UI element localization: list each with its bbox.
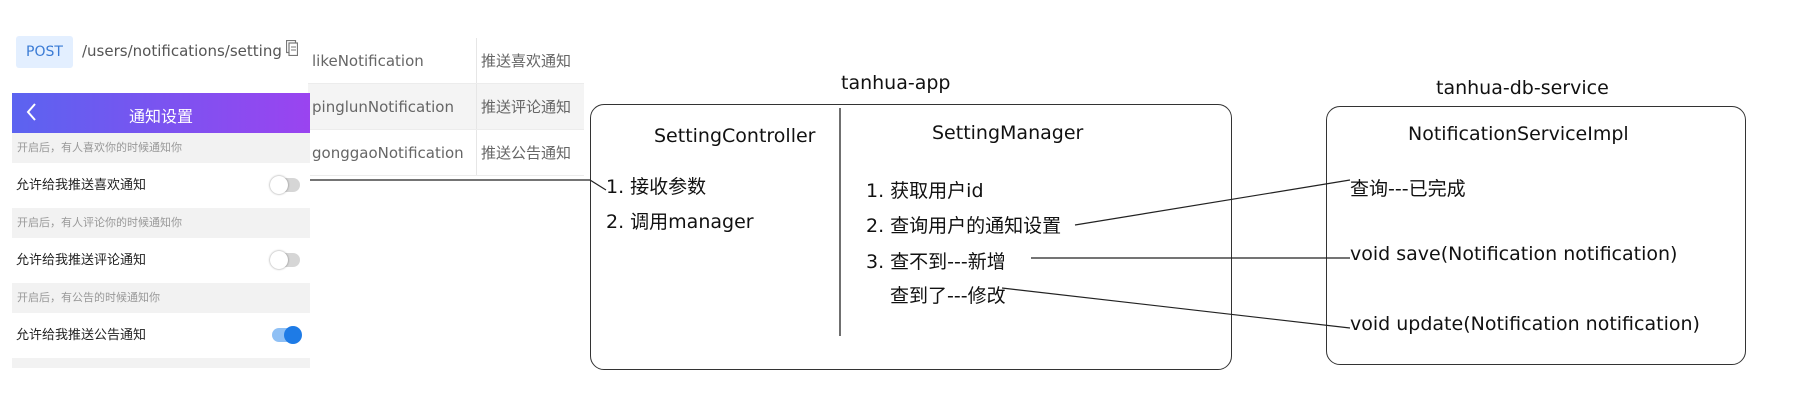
phone-footer (12, 358, 310, 368)
hint-text: 开启后，有公告的时候通知你 (12, 283, 310, 313)
controller-step: 1. 接收参数 (606, 176, 707, 198)
service-method: void save(Notification notification) (1350, 243, 1678, 265)
manager-step: 3. 查不到---新增 (866, 251, 1006, 273)
manager-step: 查到了---修改 (890, 285, 1006, 307)
service-method: void update(Notification notification) (1350, 313, 1700, 335)
api-path: /users/notifications/setting (82, 42, 282, 60)
service-name: NotificationServiceImpl (1408, 123, 1629, 145)
manager-step: 1. 获取用户id (866, 180, 984, 202)
comment-notification-toggle[interactable] (270, 251, 300, 269)
service-method: 查询---已完成 (1350, 178, 1466, 200)
hint-text: 开启后，有人评论你的时候通知你 (12, 208, 310, 238)
setting-row-like: 允许给我推送喜欢通知 (12, 163, 310, 208)
http-method-badge: POST (16, 36, 73, 68)
field-name: pinglunNotification (308, 83, 477, 130)
table-row: pinglunNotification 推送评论通知 (308, 83, 584, 130)
table-row: gonggaoNotification 推送公告通知 (308, 129, 584, 176)
back-arrow-icon[interactable] (24, 101, 38, 123)
db-box (1326, 106, 1746, 365)
phone-header: 通知设置 (12, 93, 310, 133)
connector-line (1001, 287, 1351, 329)
field-name: likeNotification (308, 38, 477, 84)
setting-row-announcement: 允许给我推送公告通知 (12, 313, 310, 358)
phone-title: 通知设置 (128, 107, 193, 126)
db-group-title: tanhua-db-service (1436, 77, 1609, 99)
connector-line (589, 179, 607, 191)
controller-name: SettingController (654, 125, 816, 147)
setting-label: 允许给我推送评论通知 (16, 253, 147, 268)
copy-icon[interactable] (286, 40, 298, 56)
announcement-notification-toggle[interactable] (272, 326, 302, 344)
app-group-title: tanhua-app (841, 72, 951, 94)
like-notification-toggle[interactable] (270, 176, 300, 194)
manager-name: SettingManager (932, 122, 1084, 144)
field-name: gonggaoNotification (308, 129, 477, 176)
field-desc: 推送公告通知 (476, 129, 584, 176)
controller-step: 2. 调用manager (606, 211, 754, 233)
setting-row-comment: 允许给我推送评论通知 (12, 238, 310, 283)
app-box (590, 104, 1232, 370)
manager-step: 2. 查询用户的通知设置 (866, 215, 1062, 237)
hint-text: 开启后，有人喜欢你的时候通知你 (12, 133, 310, 163)
setting-label: 允许给我推送公告通知 (16, 328, 147, 343)
field-desc: 推送评论通知 (476, 83, 584, 130)
connector-line (1074, 179, 1351, 226)
request-fields-table: likeNotification 推送喜欢通知 pinglunNotificat… (308, 38, 584, 176)
field-desc: 推送喜欢通知 (476, 38, 584, 84)
table-row: likeNotification 推送喜欢通知 (308, 38, 584, 84)
setting-label: 允许给我推送喜欢通知 (16, 178, 147, 193)
